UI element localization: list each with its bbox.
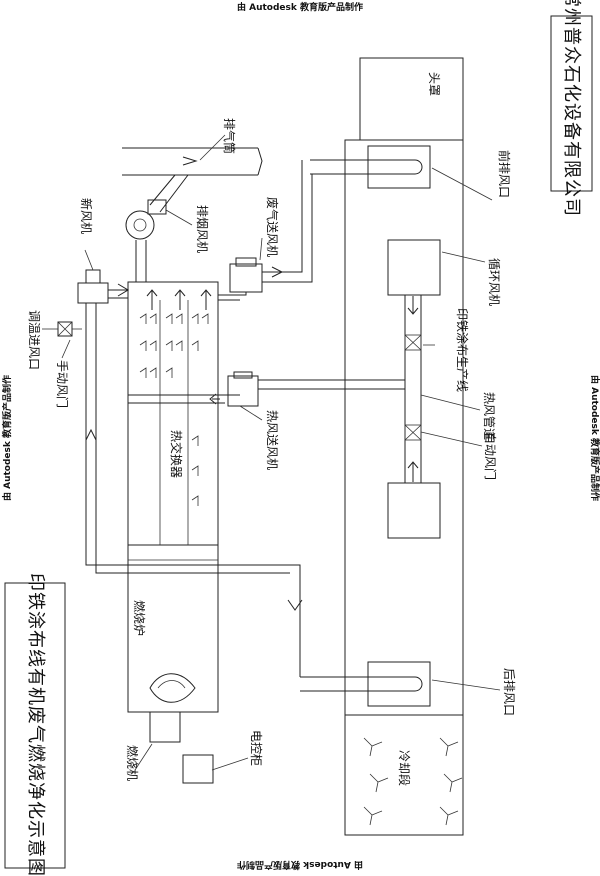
exhaust-fan-icon [125, 210, 155, 240]
burner-label: 燃烧机 [125, 745, 140, 781]
hot-air-fan-label: 热风送风机 [265, 410, 280, 470]
watermark-top: 由 Autodesk 教育版产品制作 [237, 1, 363, 13]
watermark-bottom: 由 Autodesk 教育版产品制作 [237, 859, 363, 871]
rear-exhaust-label: 后排风口 [502, 668, 516, 716]
watermark-right: 由 Autodesk 教育版产品制作 [589, 375, 600, 501]
burner-box [149, 711, 181, 743]
cooling-fan [363, 737, 463, 826]
waste-gas-duct [262, 160, 313, 283]
front-exhaust-u-duct [310, 159, 423, 175]
hot-air-supply-duct [258, 379, 405, 390]
exhaust-fan-label: 排烟风机 [195, 205, 209, 253]
waste-gas-fan-label: 废气送风机 [265, 197, 280, 257]
furnace-body [127, 281, 219, 713]
cold-air-inlet-label: 调温进风口 [27, 310, 41, 370]
hot-air-fan-icon [227, 375, 259, 407]
hot-air-duct-vertical [404, 294, 422, 484]
diagram-title: 印铁涂布线有机废气燃烧净化示意图 [25, 573, 46, 876]
cooling-zone [344, 714, 464, 836]
manual-damper-label: 手动风门 [55, 360, 70, 408]
circulation-fan-bottom [387, 482, 441, 539]
coating-line-label: 印铁涂布生产线 [455, 308, 470, 392]
title-box [4, 582, 66, 869]
fresh-air-fan-label: 新风机 [79, 198, 94, 234]
exhaust-duct-label: 排气筒 [222, 118, 237, 154]
cooling-zone-label: 冷却段 [397, 750, 412, 786]
waste-gas-fan-icon [229, 263, 263, 293]
heat-exchanger-label: 热交换器 [169, 430, 184, 478]
head-cover [359, 57, 464, 141]
fresh-air-duct [85, 303, 301, 677]
control-cabinet-box [182, 754, 214, 784]
auto-damper-label: 自动风门 [483, 432, 498, 480]
circulation-fan-top [387, 239, 441, 296]
combustion-furnace-label: 燃烧炉 [132, 600, 147, 636]
control-cabinet-label: 电控柜 [249, 730, 263, 766]
company-box [550, 15, 593, 192]
flame-icon [149, 673, 196, 703]
rear-exhaust-hood [367, 661, 431, 707]
fresh-air-fan-icon [77, 282, 109, 304]
front-exhaust-label: 前排风口 [497, 150, 512, 198]
rear-exhaust-u-duct [300, 676, 423, 692]
company-name: 常州普众石化设备有限公司 [561, 0, 582, 217]
front-exhaust-hood [367, 145, 431, 189]
head-cover-label: 头罩 [427, 72, 441, 96]
auto-damper [404, 334, 422, 441]
heat-exchanger-fins [139, 313, 209, 506]
circulation-fan-label: 循环风机 [487, 258, 501, 306]
exhaust-stack [122, 147, 263, 176]
coating-line-body [344, 139, 464, 716]
watermark-left: 由 Autodesk 教育版产品制作 [1, 375, 13, 501]
hot-air-duct-label: 热风管道 [482, 392, 497, 440]
